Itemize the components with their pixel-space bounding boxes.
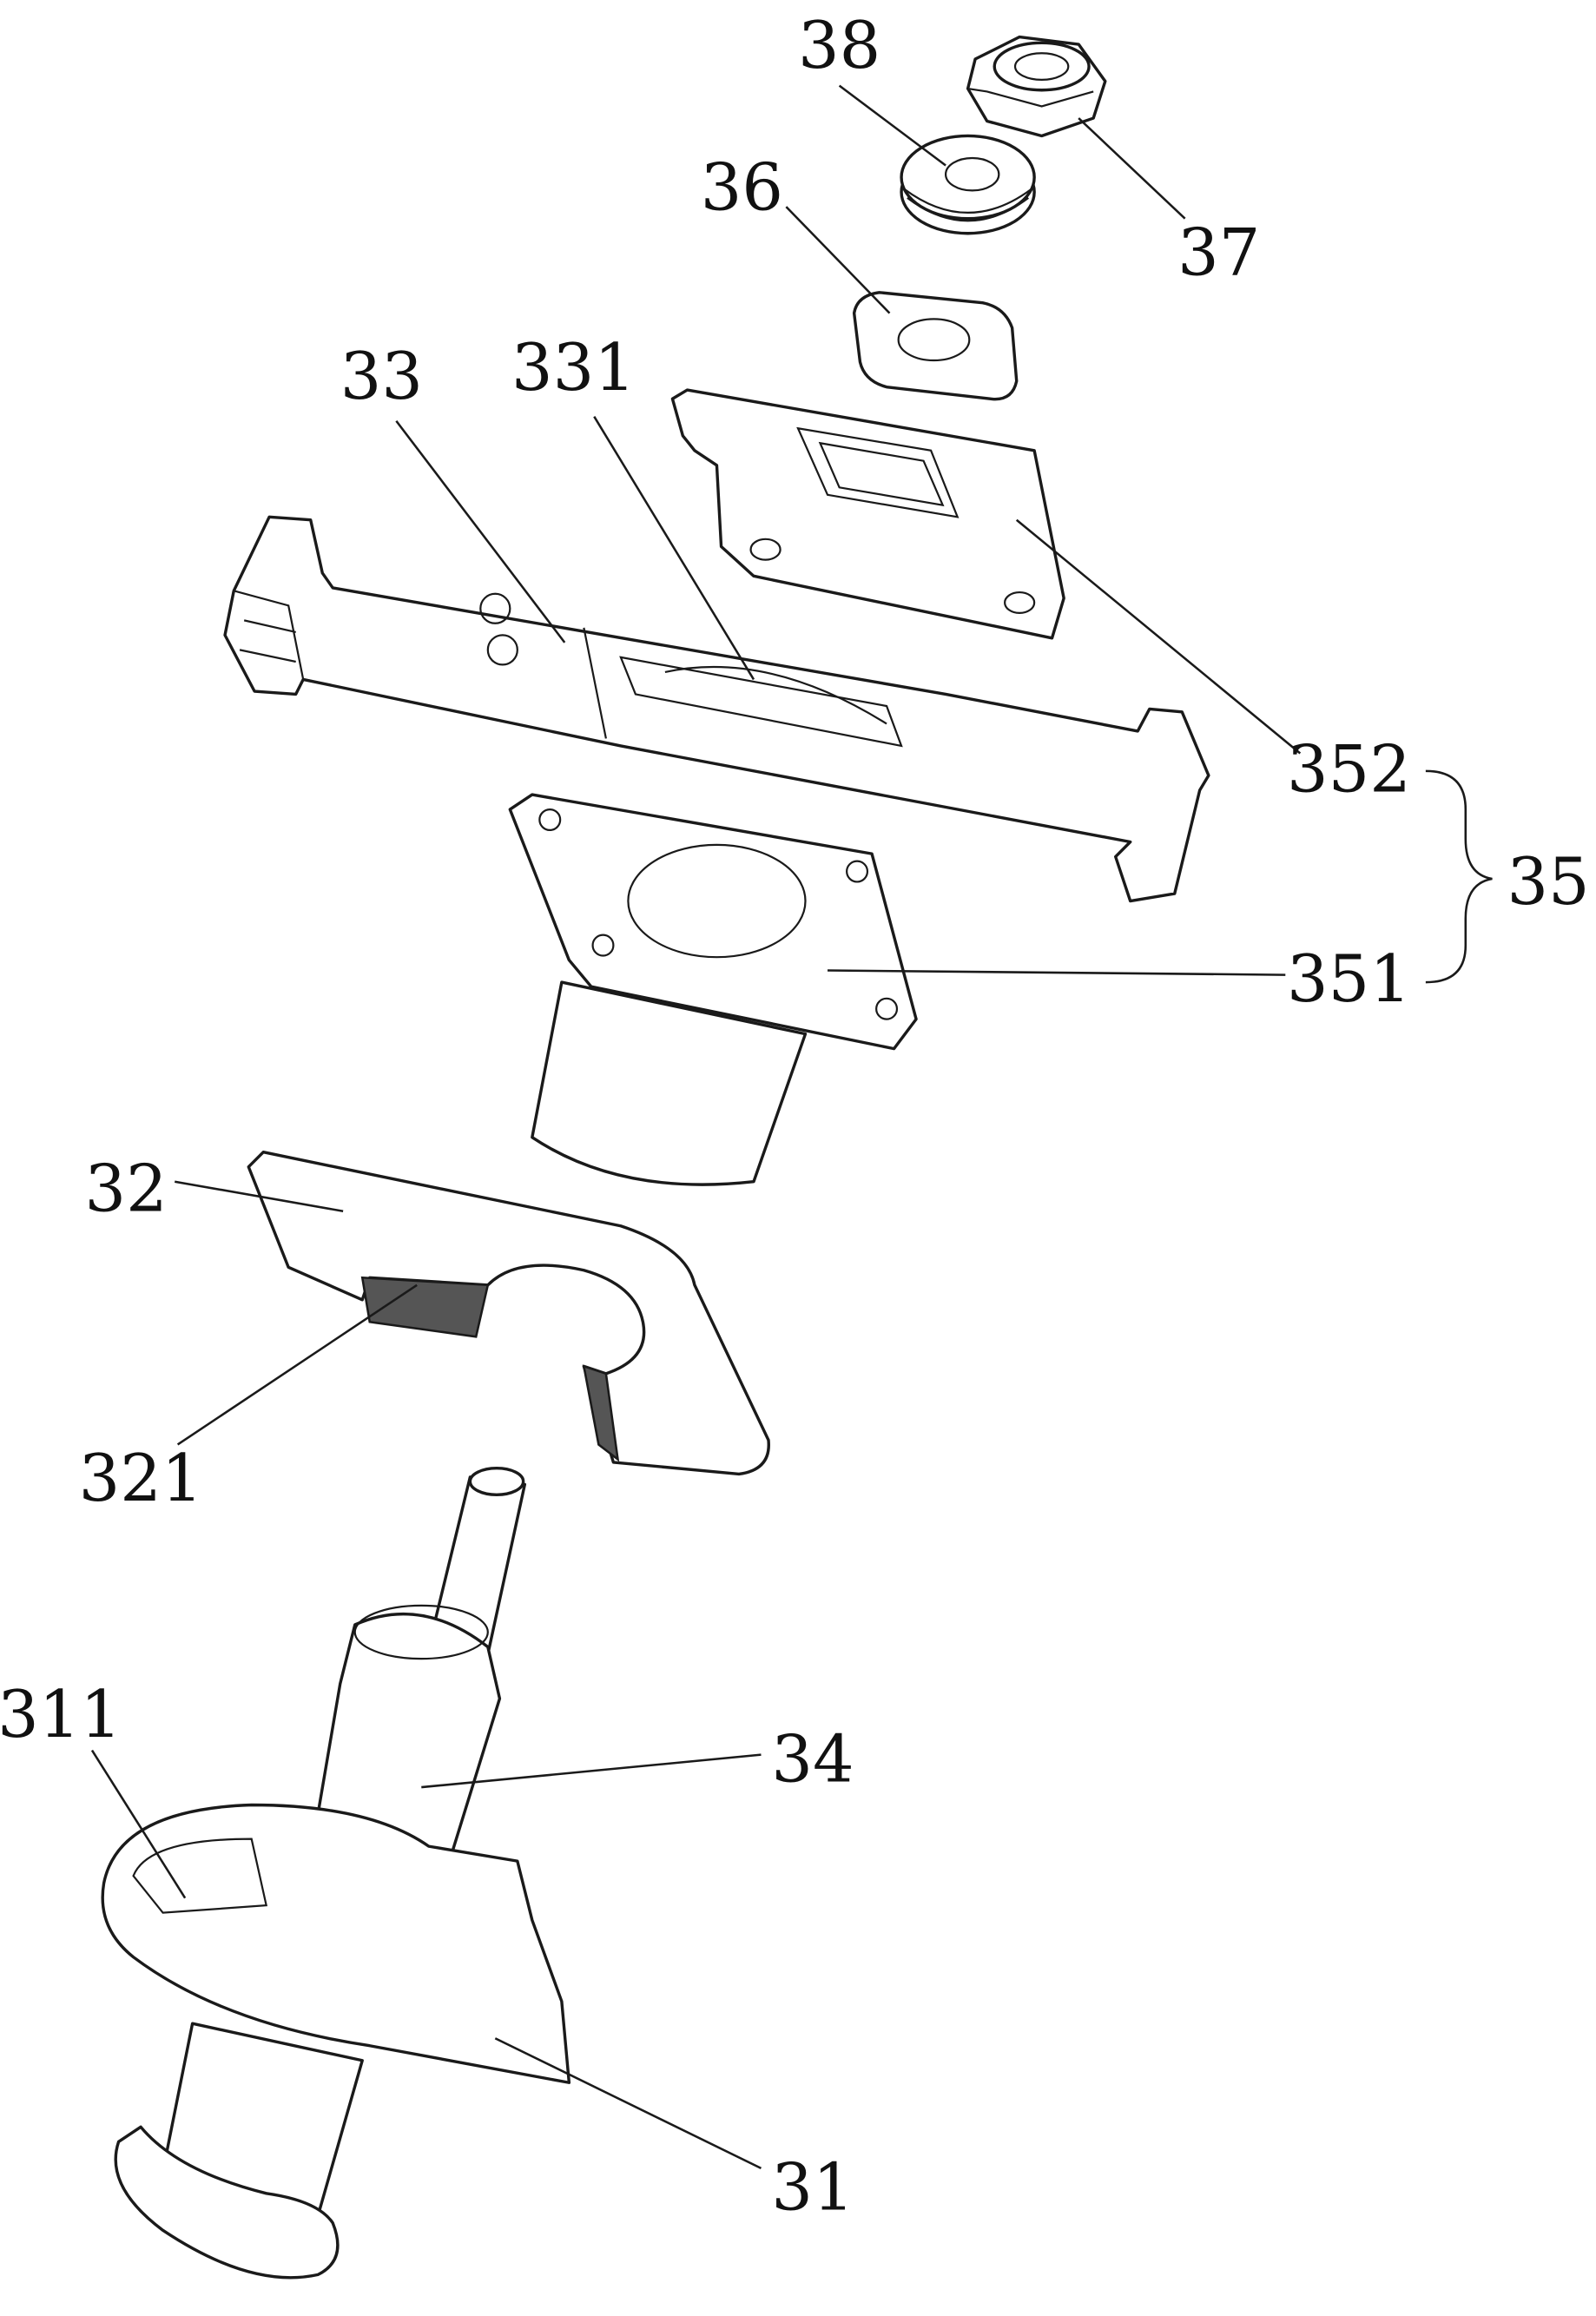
label-35: 35	[1507, 844, 1589, 920]
label-36: 36	[701, 150, 783, 226]
part-36-square-washer	[854, 293, 1017, 399]
label-34: 34	[771, 1721, 854, 1797]
leader-38	[840, 86, 946, 166]
part-352-upper-plate	[672, 390, 1064, 638]
leader-31	[495, 2038, 761, 2168]
leader-36	[786, 207, 889, 313]
label-31: 31	[771, 2150, 854, 2226]
part-37-lock-nut	[968, 37, 1105, 136]
label-37: 37	[1177, 214, 1260, 290]
label-311: 311	[0, 1677, 122, 1752]
label-331: 331	[511, 330, 636, 406]
label-32: 32	[84, 1151, 167, 1227]
label-351: 351	[1287, 941, 1411, 1017]
brace-35	[1426, 771, 1493, 982]
leader-37	[1078, 118, 1184, 219]
part-32-cam-plate	[248, 1152, 768, 1475]
label-33: 33	[340, 339, 423, 414]
label-38: 38	[798, 8, 880, 83]
leader-321	[178, 1285, 418, 1445]
part-351-mount-bracket	[510, 795, 916, 1184]
label-352: 352	[1287, 732, 1411, 808]
part-38-threaded-ring	[901, 135, 1034, 233]
label-321: 321	[79, 1441, 203, 1516]
